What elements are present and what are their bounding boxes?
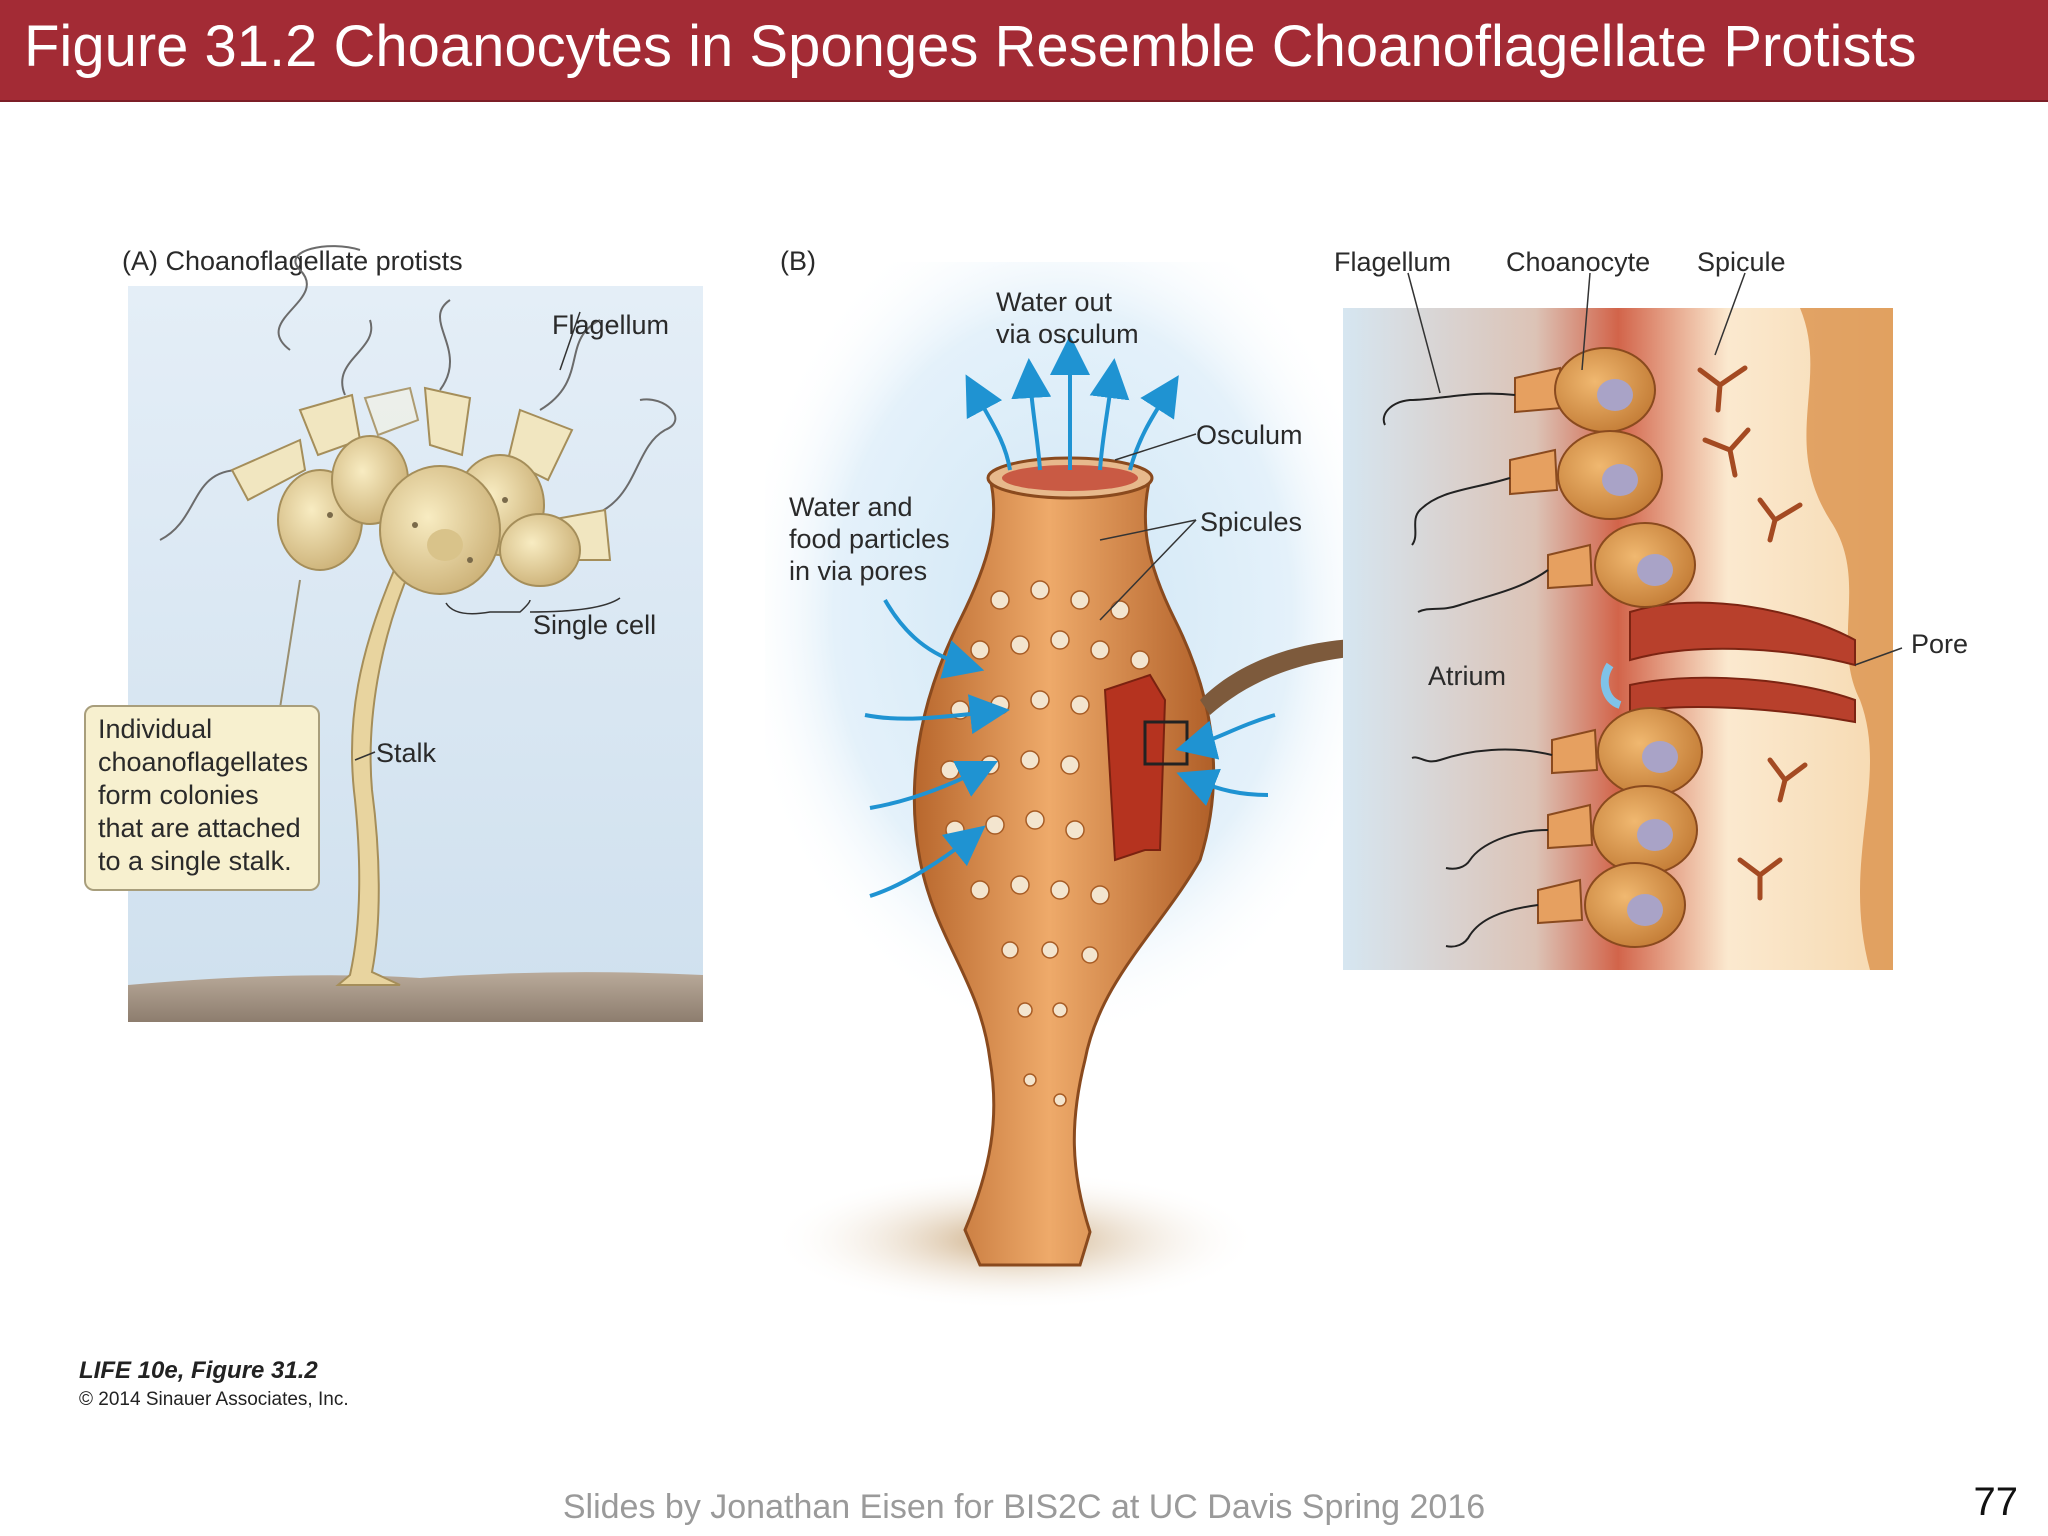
label-flagellum-detail: Flagellum [1334,247,1451,277]
label-atrium: Atrium [1428,661,1506,691]
label-osculum: Osculum [1196,420,1303,450]
choanoflagellate-illustration [128,245,703,1022]
label-choanocyte: Choanocyte [1506,247,1650,277]
label-water-out-1: Water out [996,287,1113,317]
label-water-in-1: Water and [789,492,913,522]
label-single-cell: Single cell [533,610,656,640]
choanocyte-detail-illustration [1343,272,1903,970]
label-flagellum-a: Flagellum [552,310,669,340]
callout-box: Individual choanoflagellates form coloni… [84,705,320,891]
label-pore: Pore [1911,629,1968,659]
sponge-illustration [765,262,1402,1310]
slide-title: Figure 31.2 Choanocytes in Sponges Resem… [24,14,1917,79]
label-spicule: Spicule [1697,247,1786,277]
figure-credit-title: LIFE 10e, Figure 31.2 [79,1357,318,1384]
label-water-out-2: via osculum [996,319,1139,349]
slide-number: 77 [1973,1480,2019,1524]
label-water-in-2: food particles [789,524,950,554]
label-spicules: Spicules [1200,507,1302,537]
label-water-in-3: in via pores [789,556,927,586]
panel-a-heading: (A) Choanoflagellate protists [122,246,463,276]
label-stalk: Stalk [376,738,437,768]
title-bar: Figure 31.2 Choanocytes in Sponges Resem… [0,0,2048,102]
figure-credit-copyright: © 2014 Sinauer Associates, Inc. [79,1389,349,1410]
slide-footer: Slides by Jonathan Eisen for BIS2C at UC… [562,1488,1486,1526]
